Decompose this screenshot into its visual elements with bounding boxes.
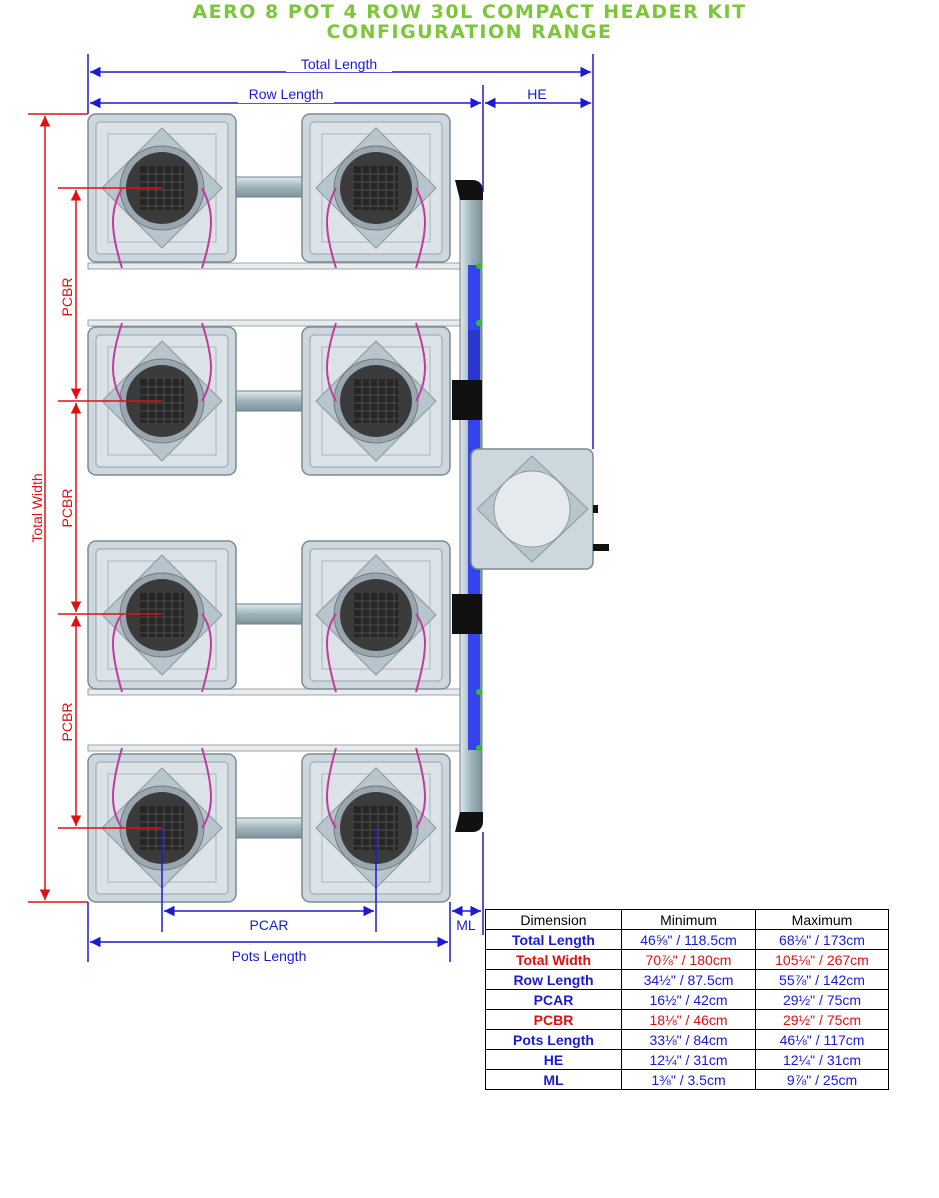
pcbr-label-3: PCBR	[59, 703, 75, 742]
minimum-cell: 46⅝" / 118.5cm	[621, 929, 756, 950]
diagram-title: AERO 8 POT 4 ROW 30L COMPACT HEADER KIT …	[0, 2, 939, 42]
dimension-cell: Total Length	[485, 929, 622, 950]
column-header: Dimension	[485, 909, 622, 930]
row-length-label: Row Length	[249, 86, 324, 102]
pot-row2-right	[301, 326, 451, 476]
maximum-cell: 12¼" / 31cm	[755, 1049, 889, 1070]
minimum-cell: 1⅜" / 3.5cm	[621, 1069, 756, 1090]
dimension-cell: Row Length	[485, 969, 622, 990]
dimension-cell: ML	[485, 1069, 622, 1090]
total-length-label: Total Length	[301, 56, 377, 72]
row-pipes	[235, 176, 303, 839]
maximum-cell: 68⅛" / 173cm	[755, 929, 889, 950]
minimum-cell: 16½" / 42cm	[621, 989, 756, 1010]
plant-pots	[87, 113, 451, 903]
pcar-label: PCAR	[250, 917, 289, 933]
title-line-1: AERO 8 POT 4 ROW 30L COMPACT HEADER KIT	[192, 1, 747, 23]
pot-row3-left	[87, 540, 237, 690]
minimum-cell: 12¼" / 31cm	[621, 1049, 756, 1070]
minimum-cell: 70⅞" / 180cm	[621, 949, 756, 970]
dimension-cell: Total Width	[485, 949, 622, 970]
he-label: HE	[527, 86, 546, 102]
maximum-cell: 46⅛" / 117cm	[755, 1029, 889, 1050]
header-reservoir	[470, 448, 609, 570]
pcbr-label-1: PCBR	[59, 278, 75, 317]
dimension-cell: Pots Length	[485, 1029, 622, 1050]
pots-length-label: Pots Length	[232, 948, 307, 964]
column-header: Minimum	[621, 909, 756, 930]
minimum-cell: 33⅛" / 84cm	[621, 1029, 756, 1050]
maximum-cell: 29½" / 75cm	[755, 1009, 889, 1030]
column-header: Maximum	[755, 909, 889, 930]
pot-row1-right	[301, 113, 451, 263]
maximum-cell: 9⅞" / 25cm	[755, 1069, 889, 1090]
dimension-cell: HE	[485, 1049, 622, 1070]
maximum-cell: 29½" / 75cm	[755, 989, 889, 1010]
title-line-2: CONFIGURATION RANGE	[326, 21, 613, 43]
pot-row3-right	[301, 540, 451, 690]
table-header-row: Dimension Minimum Maximum	[485, 909, 889, 930]
feed-tubes	[112, 187, 426, 829]
red-dimensions	[28, 113, 162, 903]
dimension-cell: PCBR	[485, 1009, 622, 1030]
minimum-cell: 34½" / 87.5cm	[621, 969, 756, 990]
pcbr-label-2: PCBR	[59, 489, 75, 528]
dimension-cell: PCAR	[485, 989, 622, 1010]
maximum-cell: 105⅛" / 267cm	[755, 949, 889, 970]
minimum-cell: 18⅛" / 46cm	[621, 1009, 756, 1030]
total-width-label: Total Width	[29, 473, 45, 542]
drain-lines	[87, 262, 473, 752]
ml-label: ML	[456, 917, 476, 933]
maximum-cell: 55⅞" / 142cm	[755, 969, 889, 990]
